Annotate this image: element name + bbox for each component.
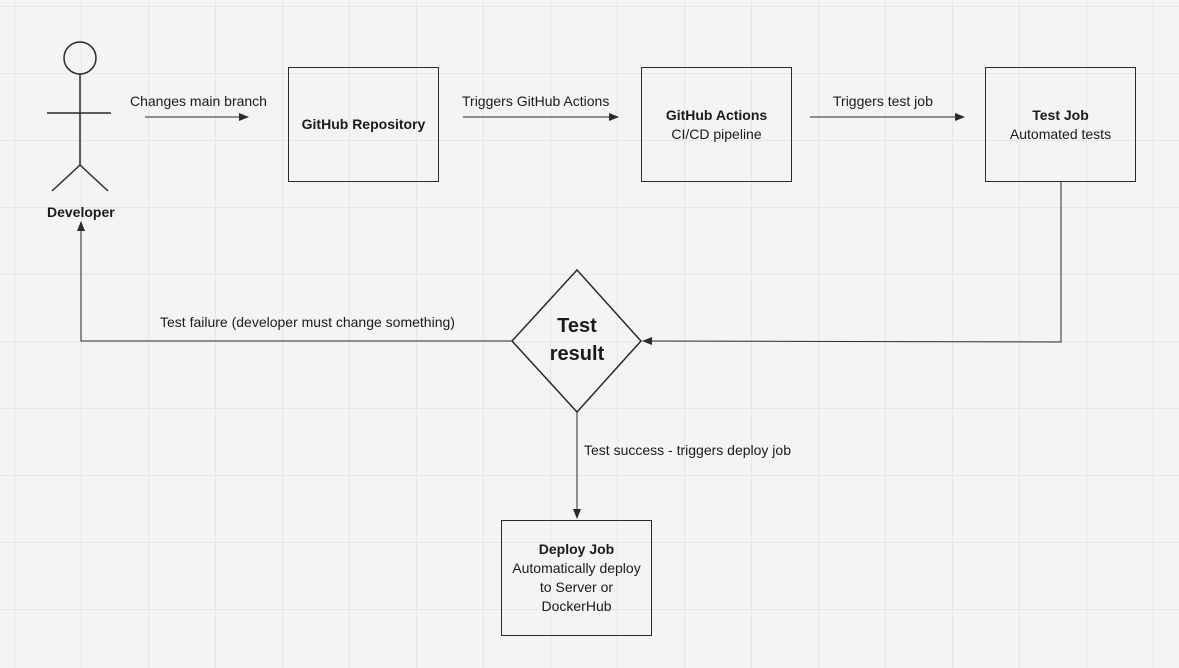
deploy-job-box[interactable]: Deploy Job Automatically deploy to Serve… <box>501 520 652 636</box>
decision-label-line-1: Test <box>557 315 597 337</box>
actor-left-leg <box>51 164 81 192</box>
test-job-subtitle: Automated tests <box>1009 125 1112 142</box>
test-job-title: Test Job <box>1032 106 1089 123</box>
github-actions-box[interactable]: GitHub Actions CI/CD pipeline <box>641 67 792 182</box>
github-actions-subtitle: CI/CD pipeline <box>671 125 762 142</box>
deploy-job-line-3: DockerHub <box>541 598 612 614</box>
edge-label-triggers-actions: Triggers GitHub Actions <box>462 93 610 109</box>
deploy-job-line-2: to Server or <box>539 579 614 595</box>
github-actions-title: GitHub Actions <box>665 106 768 123</box>
actor-head <box>63 41 97 75</box>
test-job-box[interactable]: Test Job Automated tests <box>985 67 1136 182</box>
developer-label: Developer <box>47 204 115 220</box>
github-repository-box[interactable]: GitHub Repository <box>288 67 439 182</box>
actor-right-leg <box>79 164 109 192</box>
developer-actor-icon[interactable] <box>47 41 111 192</box>
arrow-testjob-to-decision[interactable] <box>642 182 1062 346</box>
edge-label-test-failure: Test failure (developer must change some… <box>160 314 455 330</box>
github-repository-title: GitHub Repository <box>301 116 426 132</box>
deploy-job-line-1: Automatically deploy <box>512 560 641 576</box>
edge-label-changes-main-branch: Changes main branch <box>130 93 267 109</box>
decision-label-line-2: result <box>549 343 605 365</box>
deploy-job-title: Deploy Job <box>538 541 615 557</box>
edge-label-test-success: Test success - triggers deploy job <box>584 442 791 458</box>
decision-label: Test result <box>512 312 642 368</box>
edge-label-triggers-test-job: Triggers test job <box>833 93 933 109</box>
arrow-decision-to-developer[interactable] <box>77 221 512 342</box>
